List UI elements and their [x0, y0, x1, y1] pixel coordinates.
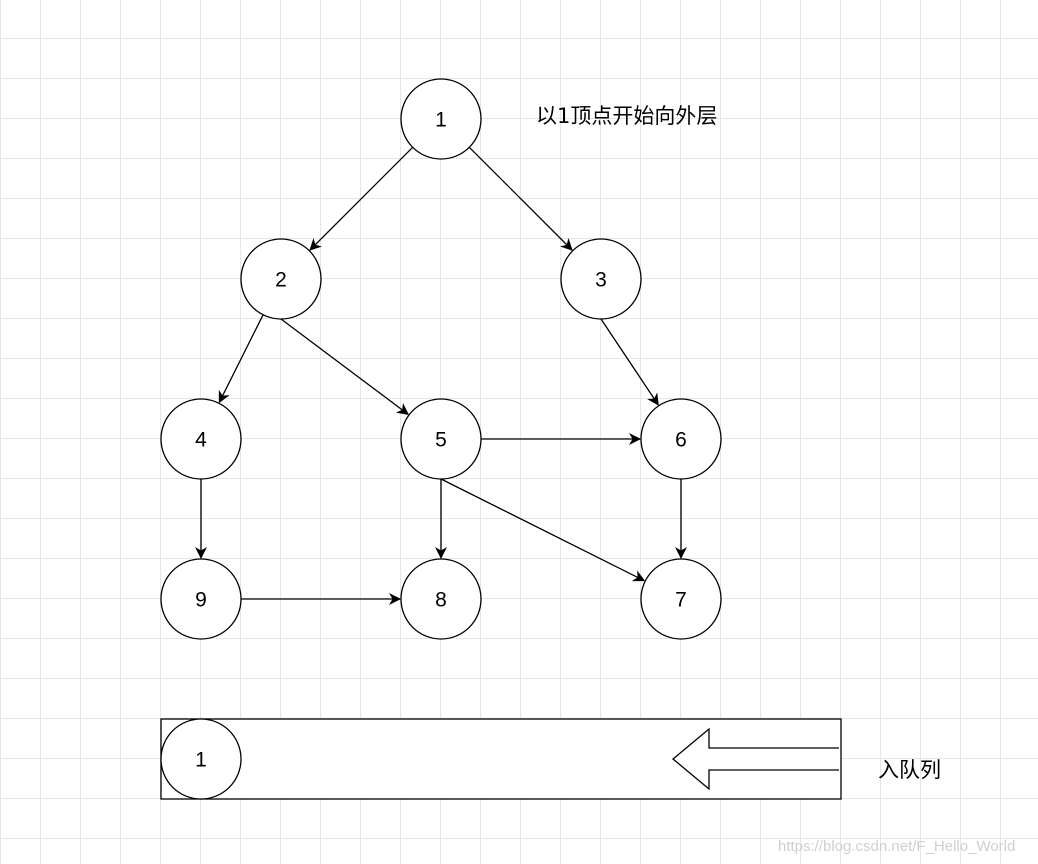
edge-1-to-2	[309, 146, 414, 251]
queue: 1	[160, 718, 842, 800]
watermark: https://blog.csdn.net/F_Hello_World	[778, 838, 1016, 855]
node-label: 3	[595, 269, 607, 292]
node-label: 7	[675, 589, 687, 612]
edges-layer	[195, 146, 687, 605]
edge-3-to-6	[600, 318, 659, 406]
node-label: 8	[435, 589, 447, 612]
node-label: 1	[435, 109, 447, 132]
node-circle	[240, 238, 322, 320]
node-1: 1	[400, 78, 482, 160]
node-label: 6	[675, 429, 687, 452]
node-circle	[400, 78, 482, 160]
node-circle	[400, 398, 482, 480]
edge-5-to-7	[440, 478, 646, 582]
node-label: 9	[195, 589, 207, 612]
queue-item: 1	[160, 718, 242, 800]
node-circle	[160, 558, 242, 640]
node-circle	[640, 558, 722, 640]
node-6: 6	[640, 398, 722, 480]
node-4: 4	[160, 398, 242, 480]
node-5: 5	[400, 398, 482, 480]
node-3: 3	[560, 238, 642, 320]
node-8: 8	[400, 558, 482, 640]
node-label: 2	[275, 269, 287, 292]
node-label: 5	[435, 429, 447, 452]
queue-items: 1	[160, 718, 242, 800]
node-circle	[160, 398, 242, 480]
node-label: 4	[195, 429, 207, 452]
node-9: 9	[160, 558, 242, 640]
edge-2-to-4	[218, 314, 264, 404]
node-circle	[640, 398, 722, 480]
edge-2-to-5	[280, 318, 410, 415]
node-circle	[400, 558, 482, 640]
node-7: 7	[640, 558, 722, 640]
enqueue-arrow-icon	[671, 727, 839, 791]
queue-item-circle	[160, 718, 242, 800]
queue-item-label: 1	[195, 749, 207, 772]
nodes-layer: 1 2 3 4 5 6 7 8 9	[160, 78, 722, 640]
edge-1-to-3	[468, 146, 573, 251]
traversal-note: 以1顶点开始向外层	[536, 104, 718, 128]
enqueue-label: 入队列	[878, 758, 941, 782]
node-2: 2	[240, 238, 322, 320]
node-circle	[560, 238, 642, 320]
